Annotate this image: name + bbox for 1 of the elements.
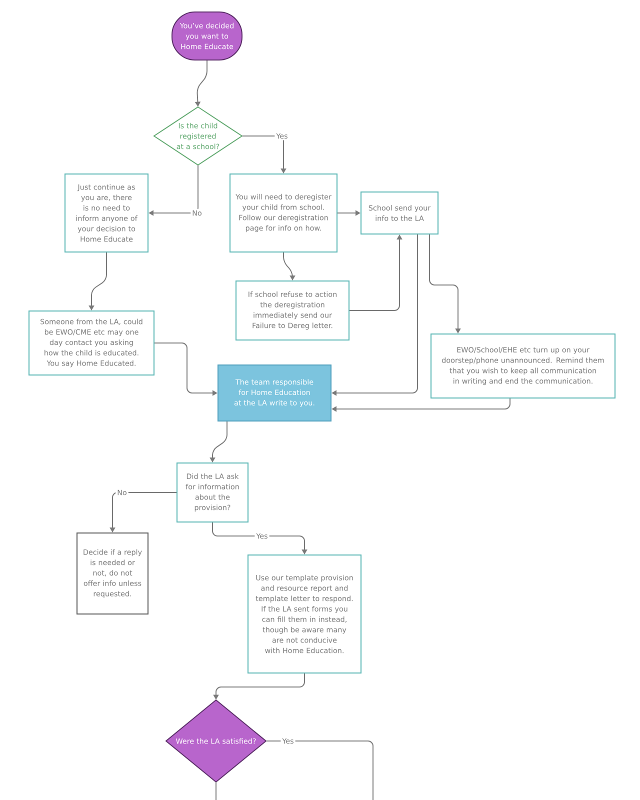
connector-line [266, 740, 374, 800]
